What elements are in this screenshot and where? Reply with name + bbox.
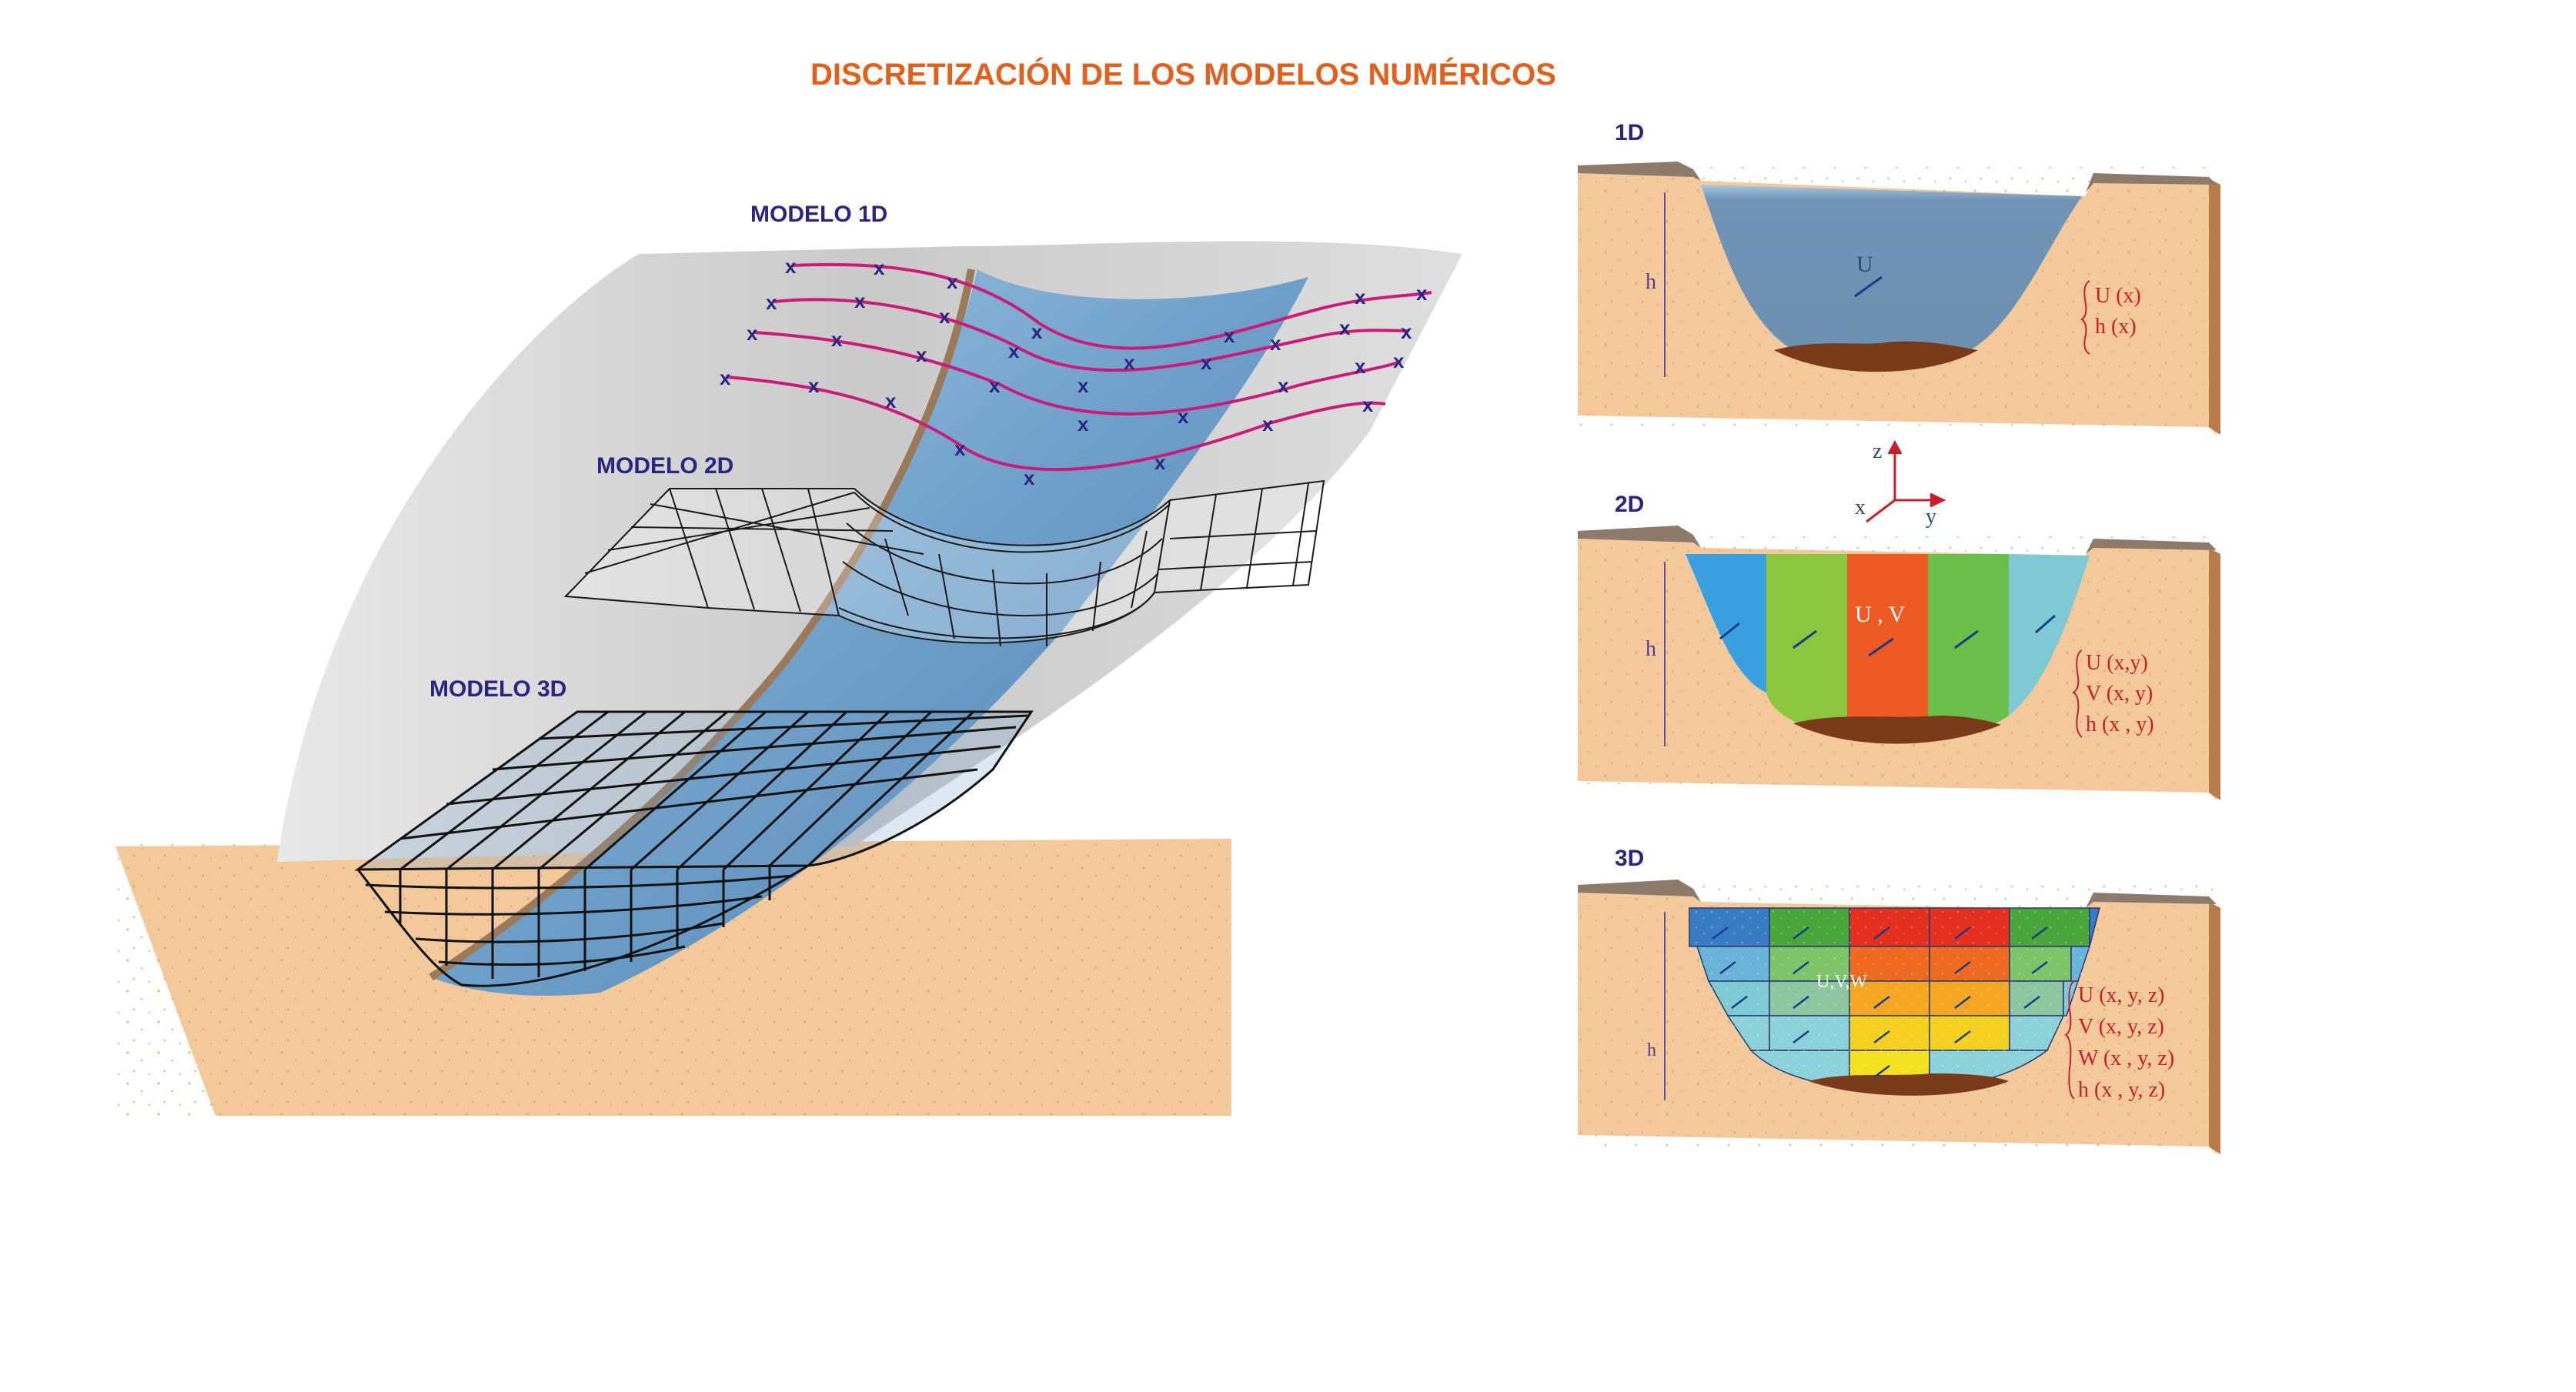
svg-text:x: x xyxy=(1355,355,1366,378)
svg-text:x: x xyxy=(1270,332,1281,355)
label-model-2d: MODELO 2D xyxy=(596,453,733,479)
axis-x-label: x xyxy=(1855,496,1866,519)
label-model-3d: MODELO 3D xyxy=(429,676,566,702)
svg-text:x: x xyxy=(1393,349,1405,372)
panel-1d-label: 1D xyxy=(1615,120,1644,145)
axis-z-label: z xyxy=(1873,439,1882,463)
panel-2d-label: 2D xyxy=(1615,492,1644,517)
svg-text:x: x xyxy=(1078,374,1089,397)
panel-1d-eq-h: h (x) xyxy=(2095,315,2137,339)
panel-1d-water xyxy=(1701,185,2082,368)
panel-3d-eq-u: U (x, y, z) xyxy=(2078,983,2164,1007)
svg-text:x: x xyxy=(939,305,951,328)
svg-text:x: x xyxy=(874,256,885,279)
svg-text:x: x xyxy=(954,437,966,460)
panel-1d-sediment xyxy=(1774,341,1978,372)
svg-text:x: x xyxy=(885,389,897,412)
svg-text:x: x xyxy=(854,289,866,312)
svg-text:x: x xyxy=(1278,374,1289,397)
svg-text:x: x xyxy=(947,270,958,293)
panel-2d-depth-label: h xyxy=(1645,637,1656,661)
panel-3d-eq-w: W (x , y, z) xyxy=(2078,1047,2174,1070)
svg-text:x: x xyxy=(831,328,843,351)
panel-2d: 2D h U , V U (x,y) V (x, y) h (x , y) xyxy=(1578,492,2220,800)
svg-text:x: x xyxy=(916,343,927,366)
river-channel xyxy=(431,269,1308,996)
label-model-1d: MODELO 1D xyxy=(750,202,887,227)
panel-3d-velocity-label: U,V,W xyxy=(1816,972,1868,992)
panel-2d-eq-h: h (x , y) xyxy=(2086,713,2154,736)
panel-3d-eq-h: h (x , y, z) xyxy=(2078,1078,2165,1102)
svg-text:x: x xyxy=(1008,339,1020,362)
svg-text:x: x xyxy=(766,291,777,314)
panel-1d-velocity-label: U xyxy=(1856,252,1873,277)
page-title: DISCRETIZACIÓN DE LOS MODELOS NUMÉRICOS xyxy=(810,56,1556,92)
svg-text:x: x xyxy=(808,374,820,397)
panel-2d-eq-v: V (x, y) xyxy=(2086,682,2153,706)
panel-2d-velocity-label: U , V xyxy=(1855,602,1906,627)
panel-3d-sediment xyxy=(1809,1073,2009,1096)
panel-3d-eq-v: V (x, y, z) xyxy=(2078,1015,2164,1039)
coordinate-axes xyxy=(1866,439,1946,523)
svg-text:x: x xyxy=(1124,351,1135,374)
panel-2d-eq-u: U (x,y) xyxy=(2086,651,2148,675)
panel-2d-sediment xyxy=(1793,716,2001,744)
svg-text:x: x xyxy=(1078,412,1089,436)
svg-text:x: x xyxy=(1362,393,1374,416)
svg-text:x: x xyxy=(1031,320,1043,343)
model-3d-mesh xyxy=(354,710,1034,987)
svg-text:x: x xyxy=(1401,320,1412,343)
panel-3d: 3D xyxy=(1578,846,2220,1154)
model-2d-mesh xyxy=(563,479,1325,647)
svg-text:x: x xyxy=(1416,282,1428,305)
svg-text:x: x xyxy=(1024,466,1035,489)
panel-3d-label: 3D xyxy=(1615,846,1644,871)
svg-text:x: x xyxy=(785,255,797,278)
panel-1d-arrow xyxy=(1854,275,1883,298)
panel-2d-columns xyxy=(1686,554,2090,735)
panel-1d-eq-u: U (x) xyxy=(2095,284,2141,308)
svg-text:x: x xyxy=(989,374,1001,397)
panel-3d-depth-label: h xyxy=(1647,1040,1656,1060)
svg-text:x: x xyxy=(1201,351,1212,374)
svg-text:x: x xyxy=(1154,451,1166,474)
svg-text:x: x xyxy=(1355,285,1366,309)
svg-text:x: x xyxy=(747,322,758,345)
svg-text:x: x xyxy=(1262,412,1274,436)
panel-1d: 1D h U U (x) h (x) xyxy=(1578,120,2220,435)
svg-text:x: x xyxy=(1178,405,1189,428)
panel-1d-depth-label: h xyxy=(1645,270,1656,294)
axis-y-label: y xyxy=(1926,505,1936,529)
model-1d-curves xyxy=(727,262,1432,472)
svg-text:x: x xyxy=(720,366,731,389)
svg-text:x: x xyxy=(1224,324,1235,347)
svg-text:x: x xyxy=(1339,316,1351,339)
